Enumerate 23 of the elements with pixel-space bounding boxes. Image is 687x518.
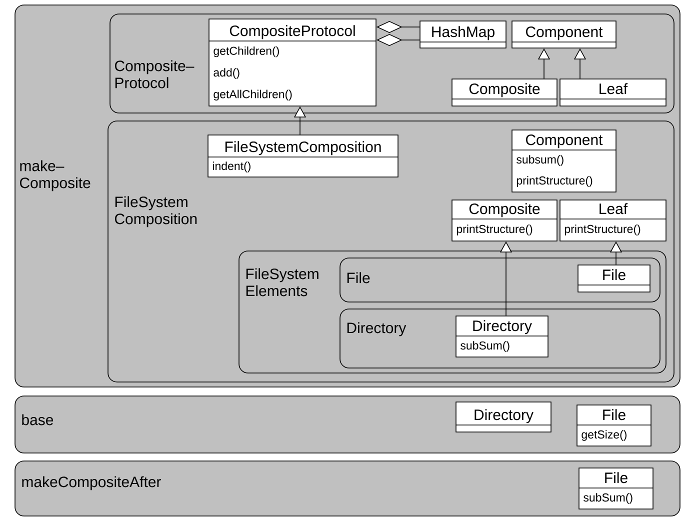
package-label: File	[347, 272, 370, 284]
class-box: HashMap	[420, 20, 506, 48]
package-label: makeCompositeAfter	[22, 476, 161, 490]
class-box: Composite printStructure()	[452, 200, 558, 242]
class-box: File subSum()	[578, 468, 654, 510]
package-label: Directory	[347, 322, 406, 336]
package-label: base	[22, 414, 54, 426]
class-box: Leaf printStructure()	[560, 200, 666, 242]
class-box: CompositeProtocol getChildren() add() getAllChildren()	[208, 18, 376, 106]
class-box: File getSize()	[576, 404, 652, 446]
class-box: File	[578, 264, 650, 292]
package-label: make– Composite	[20, 160, 90, 192]
package-label: FileSystem Elements	[246, 268, 318, 296]
class-box: Component	[512, 20, 616, 48]
class-box: Directory	[456, 402, 552, 432]
class-box: FileSystemComposition indent()	[208, 134, 398, 178]
package-box	[14, 460, 680, 516]
package-label: FileSystem Composition	[114, 196, 197, 228]
class-box: Composite	[452, 78, 558, 106]
class-box: Component subsum() printStructure()	[512, 130, 616, 192]
class-box: Leaf	[560, 78, 666, 106]
class-box: Directory subSum()	[456, 316, 548, 358]
package-label: Composite– Protocol	[114, 60, 194, 88]
